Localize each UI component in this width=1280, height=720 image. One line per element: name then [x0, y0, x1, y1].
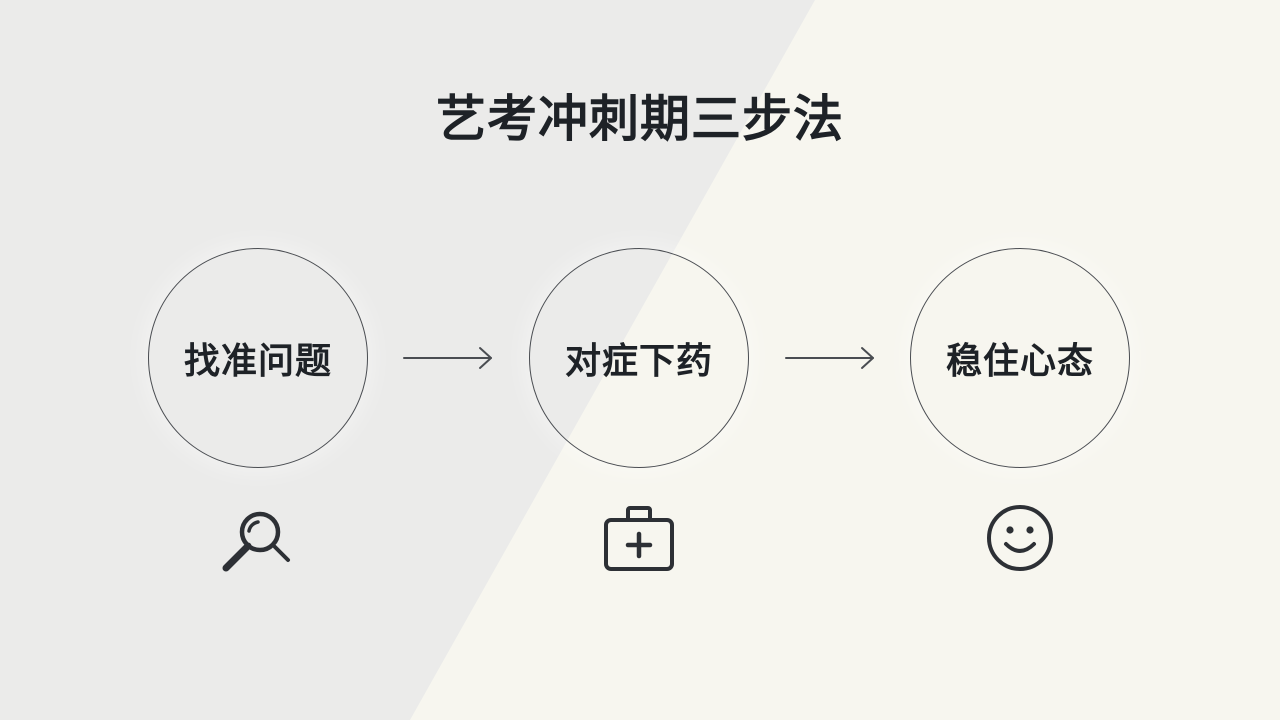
magnifier-icon [222, 511, 290, 572]
medical-kit-icon [604, 506, 674, 571]
arrow-right-icon [785, 347, 874, 369]
smiley-face-icon [987, 505, 1053, 571]
step-label: 稳住心态 [945, 341, 1094, 382]
step-stable-mindset: 稳住心态 [910, 248, 1130, 468]
step-targeted-remedy: 对症下药 [529, 248, 749, 468]
step-label: 找准问题 [183, 341, 332, 382]
diagram-title: 艺考冲刺期三步法 [436, 90, 844, 148]
step-label: 对症下药 [564, 341, 713, 382]
step-find-problem: 找准问题 [148, 248, 368, 468]
arrow-right-icon [403, 347, 492, 369]
